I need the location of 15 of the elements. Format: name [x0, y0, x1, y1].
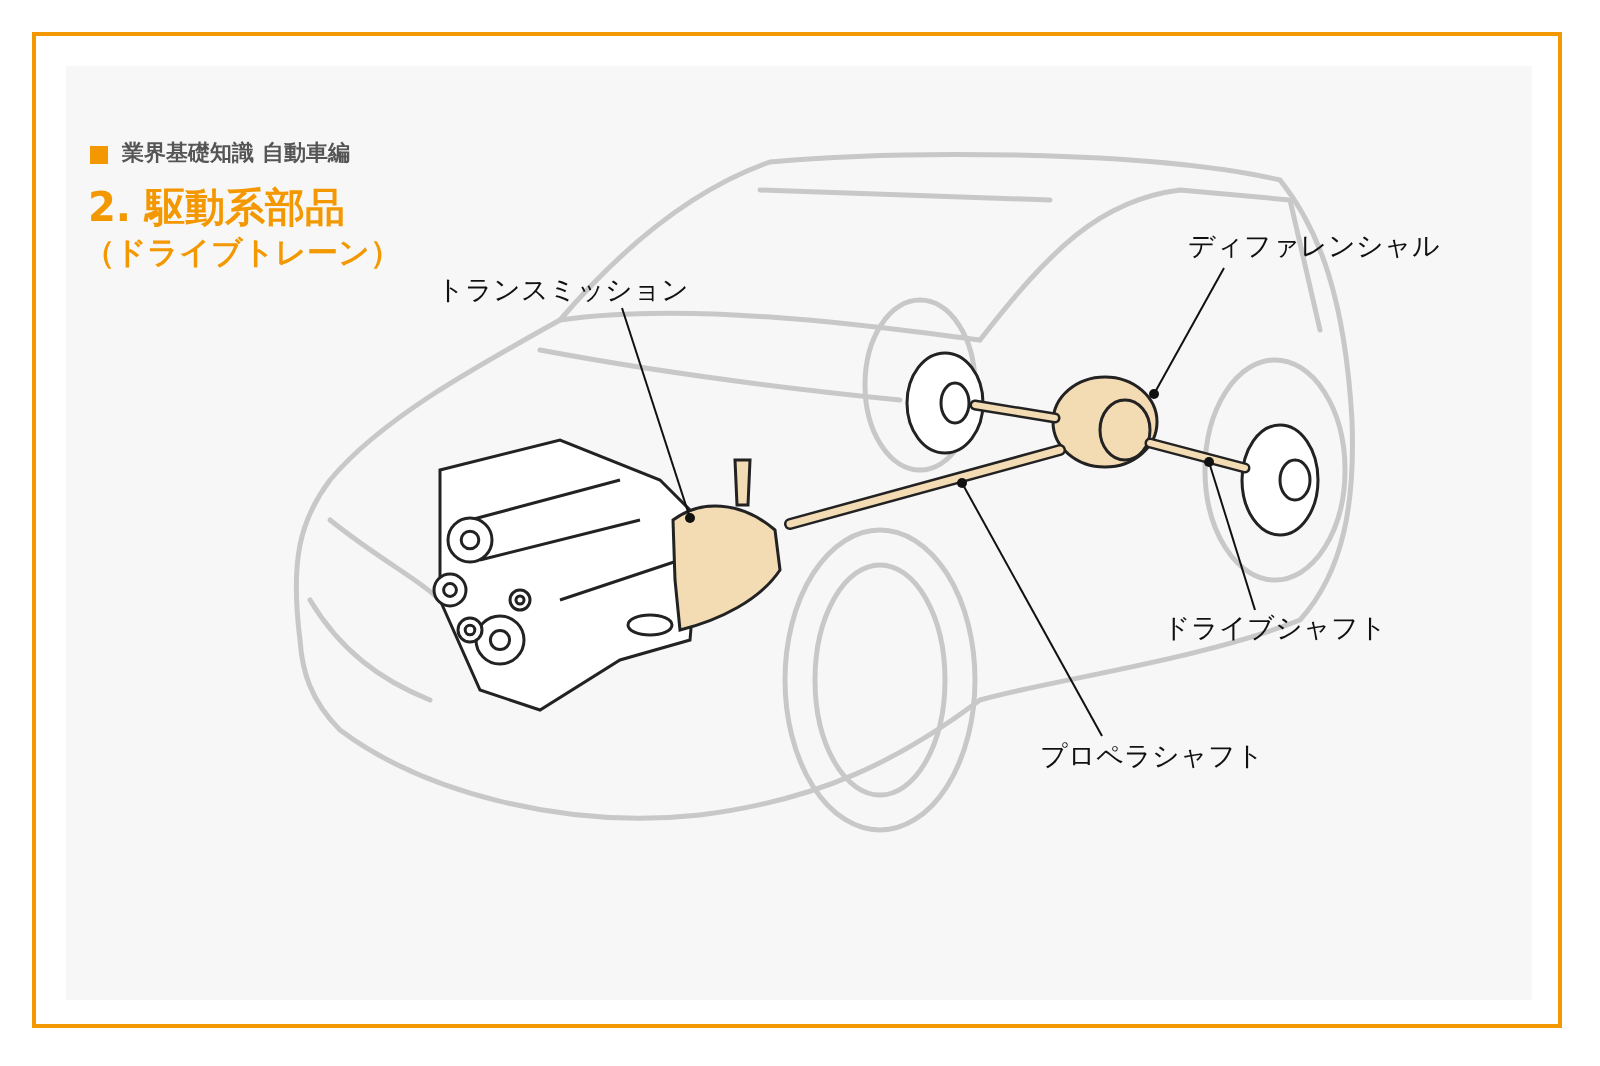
subtitle: （ドライブトレーン） — [84, 233, 401, 272]
leader-line — [957, 478, 1103, 737]
leader-line — [1204, 457, 1256, 611]
part-label: ドライブシャフト — [1163, 611, 1387, 645]
propeller-shaft-drawing — [784, 444, 1066, 530]
part-label: プロペラシャフト — [1040, 739, 1264, 773]
transmission-drawing — [671, 458, 782, 632]
series-heading: 業界基礎知識 自動車編 — [122, 139, 350, 167]
differential-drawing — [1051, 375, 1159, 469]
part-label: ディファレンシャル — [1188, 229, 1440, 263]
drive-shaft-drawing — [969, 399, 1251, 474]
part-label: トランスミッション — [437, 273, 689, 307]
title: 2. 駆動系部品 — [88, 183, 345, 232]
leader-line — [1149, 267, 1225, 399]
leader-line — [621, 307, 695, 523]
